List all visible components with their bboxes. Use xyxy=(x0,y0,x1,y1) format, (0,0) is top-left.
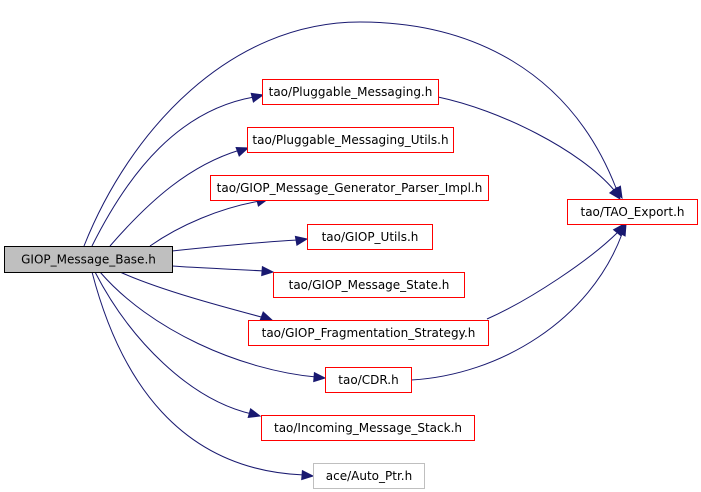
node-ims[interactable]: tao/Incoming_Message_Stack.h xyxy=(261,415,475,441)
edge-root-to-gfs xyxy=(119,271,274,322)
edge-cdr-to-te xyxy=(410,222,627,381)
arrowhead-icon xyxy=(247,407,262,418)
node-label: tao/Incoming_Message_Stack.h xyxy=(274,421,462,435)
node-label: tao/Pluggable_Messaging_Utils.h xyxy=(252,133,448,147)
edge-line xyxy=(149,200,261,247)
node-gu[interactable]: tao/GIOP_Utils.h xyxy=(307,224,433,250)
node-te[interactable]: tao/TAO_Export.h xyxy=(567,199,698,225)
arrowhead-icon xyxy=(235,146,250,157)
node-box[interactable] xyxy=(313,463,425,489)
edge-root-to-gu xyxy=(171,235,309,252)
edge-line xyxy=(119,271,266,319)
nodes-layer: GIOP_Message_Base.h tao/Pluggable_Messagi… xyxy=(4,79,698,489)
node-box[interactable] xyxy=(248,320,489,346)
arrowhead-icon xyxy=(259,311,274,322)
edge-root-to-gmgpi xyxy=(149,196,270,247)
node-box[interactable] xyxy=(325,367,412,393)
node-label: tao/GIOP_Fragmentation_Strategy.h xyxy=(262,326,476,340)
node-box[interactable] xyxy=(567,199,698,225)
arrowhead-icon xyxy=(313,371,327,383)
edge-line xyxy=(486,231,619,320)
node-pmu[interactable]: tao/Pluggable_Messaging_Utils.h xyxy=(247,127,454,153)
edge-line xyxy=(410,233,623,381)
edge-line xyxy=(171,239,299,252)
edge-root-to-gms xyxy=(171,265,275,277)
edge-line xyxy=(91,96,255,247)
edge-root-to-pm xyxy=(91,92,265,247)
edge-root-to-ims xyxy=(94,271,262,418)
node-gfs[interactable]: tao/GIOP_Fragmentation_Strategy.h xyxy=(248,320,489,346)
arrowhead-icon xyxy=(608,186,621,201)
node-gms[interactable]: tao/GIOP_Message_State.h xyxy=(273,272,465,298)
edge-pm-to-te xyxy=(437,96,621,201)
node-gmgpi[interactable]: tao/GIOP_Message_Generator_Parser_Impl.h xyxy=(210,175,489,201)
edge-line xyxy=(83,21,617,247)
root-node: GIOP_Message_Base.h xyxy=(4,246,173,273)
node-box[interactable] xyxy=(261,415,475,441)
arrowhead-icon xyxy=(261,265,275,277)
node-label: ace/Auto_Ptr.h xyxy=(326,469,412,483)
node-label: tao/CDR.h xyxy=(338,373,398,387)
node-box[interactable] xyxy=(307,224,433,250)
node-box xyxy=(4,246,173,273)
node-cdr[interactable]: tao/CDR.h xyxy=(325,367,412,393)
node-label: GIOP_Message_Base.h xyxy=(21,253,156,267)
node-box[interactable] xyxy=(247,127,454,153)
edge-root-to-pmu xyxy=(109,146,250,247)
edge-line xyxy=(99,271,317,378)
node-ap[interactable]: ace/Auto_Ptr.h xyxy=(313,463,425,489)
node-label: tao/GIOP_Message_Generator_Parser_Impl.h xyxy=(217,181,483,195)
edge-line xyxy=(94,271,253,415)
edge-line xyxy=(171,265,265,272)
node-label: tao/TAO_Export.h xyxy=(581,205,685,219)
node-label: tao/GIOP_Message_State.h xyxy=(289,278,450,292)
edge-line xyxy=(437,96,615,191)
edge-root-to-cdr xyxy=(99,271,327,383)
arrowhead-icon xyxy=(616,222,627,237)
node-box[interactable] xyxy=(262,79,439,105)
node-label: tao/Pluggable_Messaging.h xyxy=(269,85,433,99)
node-pm[interactable]: tao/Pluggable_Messaging.h xyxy=(262,79,439,105)
edge-line xyxy=(109,149,241,247)
arrowhead-icon xyxy=(250,92,265,103)
node-box[interactable] xyxy=(210,175,489,201)
node-label: tao/GIOP_Utils.h xyxy=(322,230,419,244)
node-box[interactable] xyxy=(273,272,465,298)
edge-root-to-ap xyxy=(91,271,315,481)
arrowhead-icon xyxy=(294,235,309,247)
edge-line xyxy=(91,271,305,476)
arrowhead-icon xyxy=(301,469,315,481)
